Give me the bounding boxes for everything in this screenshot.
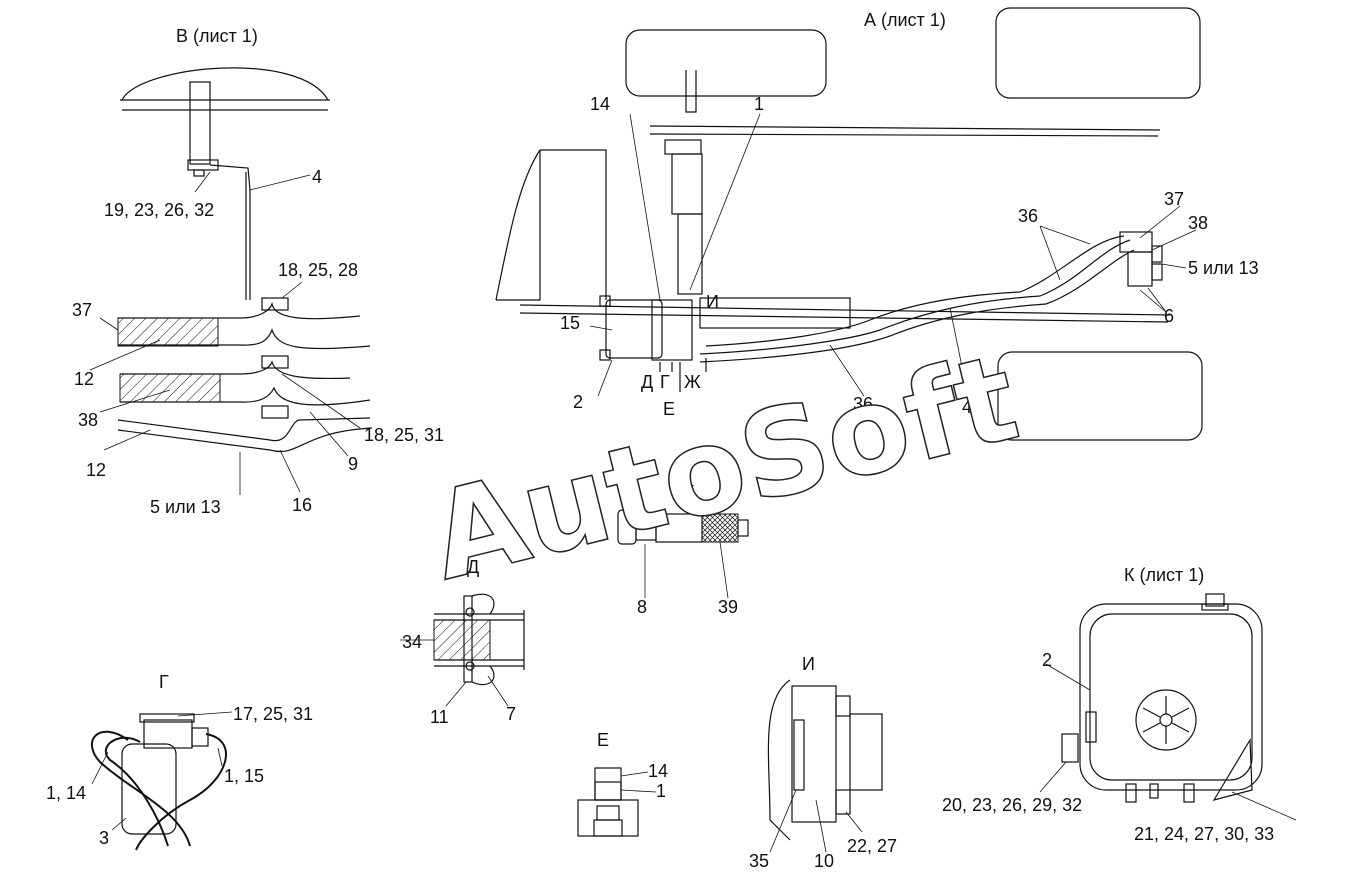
view-v: В (лист 1) 19, 23, 26, 32 4 18, 25, 28 <box>72 26 444 517</box>
callout-a-12: 36 <box>853 394 873 414</box>
callout-v-4: 37 <box>72 300 92 320</box>
view-a: А (лист 1) <box>495 7 1259 441</box>
view-k: К (лист 1) 2 20, 23, 26, 29, 32 21, 24, … <box>942 565 1297 844</box>
callout-v-1: 19, 23, 26, 32 <box>104 200 214 220</box>
callout-k-3: 21, 24, 27, 30, 33 <box>1134 824 1274 844</box>
callout-i-2: 10 <box>814 851 834 871</box>
callout-v-2: 4 <box>312 167 322 187</box>
callout-a-14: 38 <box>1188 213 1208 233</box>
callout-g-4: 3 <box>99 828 109 848</box>
callout-v-10: 5 или 13 <box>150 497 221 517</box>
view-a-title: А (лист 1) <box>864 10 946 30</box>
view-zh-title: Ж <box>678 482 695 502</box>
callout-v-5: 12 <box>74 369 94 389</box>
callout-zh-2: 39 <box>718 597 738 617</box>
callout-g-1: 17, 25, 31 <box>233 704 313 724</box>
view-k-title: К (лист 1) <box>1124 565 1204 585</box>
view-zh: Ж 8 39 <box>617 482 749 617</box>
callout-a-3: 15 <box>560 313 580 333</box>
callout-v-8: 12 <box>86 460 106 480</box>
callout-d-2: 11 <box>430 707 449 727</box>
callout-v-7: 18, 25, 31 <box>364 425 444 445</box>
callout-e-1: 14 <box>648 761 668 781</box>
callout-a-9: Ж <box>684 372 701 392</box>
watermark-text: AutoSoft <box>418 329 1030 608</box>
view-v-title: В (лист 1) <box>176 26 258 46</box>
callout-v-6: 38 <box>78 410 98 430</box>
callout-a-6: Д <box>641 372 653 392</box>
callout-v-9: 9 <box>348 454 358 474</box>
view-d: Д 34 11 7 <box>400 557 525 727</box>
callout-a-11: 4 <box>962 397 972 417</box>
callout-k-2: 20, 23, 26, 29, 32 <box>942 795 1082 815</box>
callout-k-1: 2 <box>1042 650 1052 670</box>
callout-d-1: 34 <box>402 632 422 652</box>
callout-v-3: 18, 25, 28 <box>278 260 358 280</box>
callout-a-4: И <box>706 292 719 312</box>
callout-a-10: 36 <box>1018 206 1038 226</box>
callout-i-3: 22, 27 <box>847 836 897 856</box>
callout-a-7: Г <box>660 372 670 392</box>
callout-a-2: 1 <box>754 94 764 114</box>
callout-a-13: 37 <box>1164 189 1184 209</box>
view-g: Г 17, 25, 31 1, 14 1, 15 3 <box>46 672 313 851</box>
view-g-title: Г <box>159 672 169 692</box>
callout-e-2: 1 <box>656 781 666 801</box>
callout-a-1: 14 <box>590 94 610 114</box>
view-d-title: Д <box>467 557 479 577</box>
callout-a-5: 2 <box>573 392 583 412</box>
callout-i-1: 35 <box>749 851 769 871</box>
watermark: AutoSoft <box>417 328 1031 609</box>
callout-d-3: 7 <box>506 704 516 724</box>
callout-a-8: Е <box>663 399 675 419</box>
callout-a-15: 5 или 13 <box>1188 258 1259 278</box>
callout-v-11: 16 <box>292 495 312 515</box>
callout-g-2: 1, 14 <box>46 783 86 803</box>
view-e-title: Е <box>597 730 609 750</box>
callout-g-3: 1, 15 <box>224 766 264 786</box>
view-i: И 35 10 22, 27 <box>749 654 897 871</box>
callout-a-16: 6 <box>1164 306 1174 326</box>
view-e: Е 14 1 <box>577 730 668 837</box>
view-i-title: И <box>802 654 815 674</box>
callout-zh-1: 8 <box>637 597 647 617</box>
